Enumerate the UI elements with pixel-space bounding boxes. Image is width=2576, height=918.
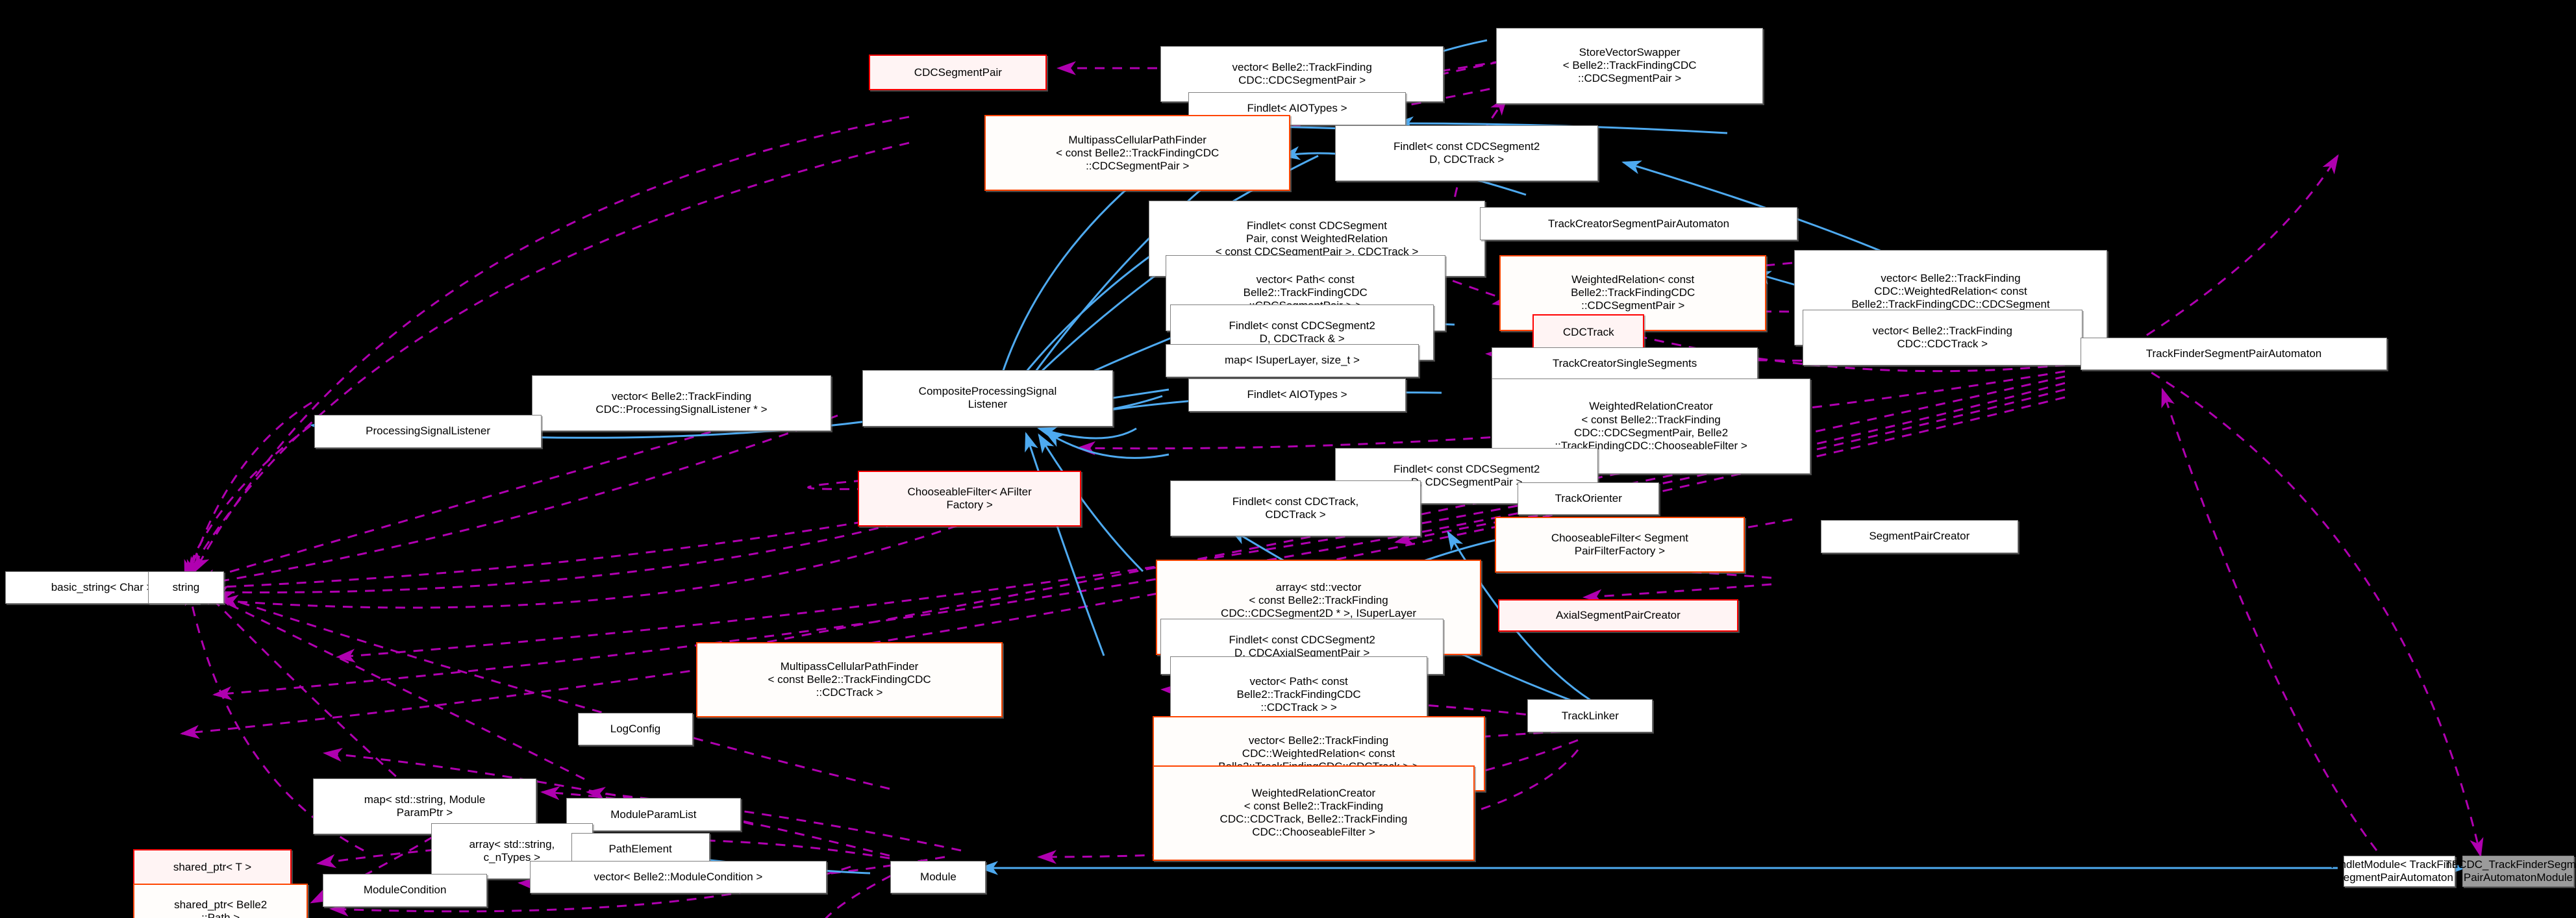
graph-node-shared_ptr_path[interactable]: shared_ptr< Belle2 ::Path > xyxy=(133,884,308,918)
graph-node-shared_ptr_t[interactable]: shared_ptr< T > xyxy=(133,849,292,886)
graph-node-axialsegmentpaircreator[interactable]: AxialSegmentPairCreator xyxy=(1497,599,1738,632)
graph-node-string[interactable]: string xyxy=(148,571,224,604)
graph-node-multipass_track[interactable]: MultipassCellularPathFinder < const Bell… xyxy=(696,641,1003,718)
graph-node-vec_modulecondition[interactable]: vector< Belle2::ModuleCondition > xyxy=(530,860,827,894)
graph-node-storevectorswapper_sp[interactable]: StoreVectorSwapper < Belle2::TrackFindin… xyxy=(1496,28,1763,104)
graph-node-vec_psl_ptr[interactable]: vector< Belle2::TrackFinding CDC::Proces… xyxy=(531,375,832,432)
graph-node-findlet_track_track[interactable]: Findlet< const CDCTrack, CDCTrack > xyxy=(1170,480,1421,537)
graph-node-chooseable_spff[interactable]: ChooseableFilter< Segment PairFilterFact… xyxy=(1494,516,1745,573)
graph-node-trackfinder_spa[interactable]: TrackFinderSegmentPairAutomaton xyxy=(2081,337,2387,371)
graph-node-modulecondition[interactable]: ModuleCondition xyxy=(322,874,488,907)
graph-node-trackorienter[interactable]: TrackOrienter xyxy=(1518,482,1660,515)
graph-node-vec_cdctrack[interactable]: vector< Belle2::TrackFinding CDC::CDCTra… xyxy=(1802,309,2082,366)
graph-node-segmentpaircreator[interactable]: SegmentPairCreator xyxy=(1820,520,2018,553)
graph-node-map_isuperlayer[interactable]: map< ISuperLayer, size_t > xyxy=(1165,343,1419,377)
graph-node-processingsignallistener[interactable]: ProcessingSignalListener xyxy=(314,414,542,448)
graph-node-pathelement[interactable]: PathElement xyxy=(571,832,710,866)
graph-node-logconfig[interactable]: LogConfig xyxy=(577,712,694,746)
graph-node-wrc_track_choose[interactable]: WeightedRelationCreator < const Belle2::… xyxy=(1152,765,1475,861)
graph-node-chooseablefilter_afilter[interactable]: ChooseableFilter< AFilter Factory > xyxy=(857,471,1082,527)
graph-node-findlet_seg2d_cdctrack_top[interactable]: Findlet< const CDCSegment2 D, CDCTrack > xyxy=(1334,125,1599,181)
graph-node-cdctrack[interactable]: CDCTrack xyxy=(1532,314,1645,351)
graph-node-findletmodule_tfspa[interactable]: FindletModule< TrackFinder SegmentPairAu… xyxy=(2331,856,2468,887)
graph-node-tracklinker[interactable]: TrackLinker xyxy=(1527,699,1653,733)
graph-node-moduleparamlist[interactable]: ModuleParamList xyxy=(566,798,741,832)
graph-node-tfcdc_module[interactable]: TFCDC_TrackFinderSegment PairAutomatonMo… xyxy=(2445,856,2576,887)
graph-node-cdcsegmentpair[interactable]: CDCSegmentPair xyxy=(869,54,1047,91)
graph-node-multipass_sp[interactable]: MultipassCellularPathFinder < const Bell… xyxy=(984,115,1291,192)
graph-node-trackcreator_single[interactable]: TrackCreatorSingleSegments xyxy=(1491,347,1758,380)
graph-node-findlet_aiotypes_mid[interactable]: Findlet< AIOTypes > xyxy=(1188,378,1406,412)
graph-node-composite_psl[interactable]: CompositeProcessingSignal Listener xyxy=(862,370,1113,427)
graph-node-module[interactable]: Module xyxy=(890,860,986,894)
graph-node-trackcreator_spa[interactable]: TrackCreatorSegmentPairAutomaton xyxy=(1479,207,1798,241)
